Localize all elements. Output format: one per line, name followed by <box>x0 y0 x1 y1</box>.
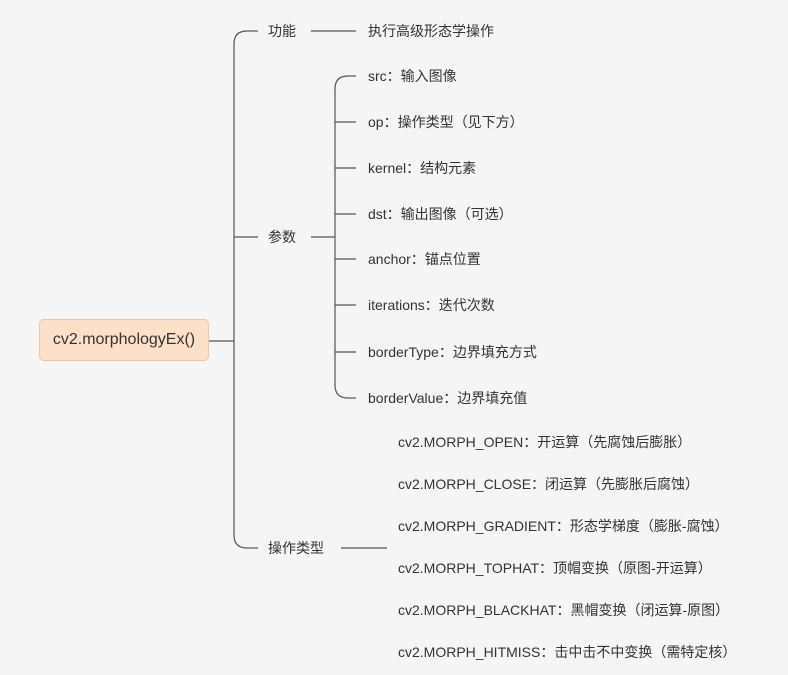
param-dst[interactable]: dst：输出图像（可选） <box>368 206 513 222</box>
param-kernel[interactable]: kernel：结构元素 <box>368 160 477 176</box>
op-morph-hitmiss[interactable]: cv2.MORPH_HITMISS：击中击不中变换（需特定核） <box>398 644 737 660</box>
spine-level1 <box>233 30 248 549</box>
param-src[interactable]: src：输入图像 <box>368 68 457 84</box>
root-node[interactable]: cv2.morphologyEx() <box>39 319 209 361</box>
param-border-value[interactable]: borderValue：边界填充值 <box>368 390 528 406</box>
branch-params[interactable]: 参数 <box>268 229 296 245</box>
root-label: cv2.morphologyEx() <box>52 331 196 348</box>
param-anchor[interactable]: anchor：锚点位置 <box>368 251 481 267</box>
branch-op-types[interactable]: 操作类型 <box>268 540 324 556</box>
function-desc[interactable]: 执行高级形态学操作 <box>368 23 494 39</box>
spine-params <box>334 75 349 399</box>
op-morph-open[interactable]: cv2.MORPH_OPEN：开运算（先腐蚀后膨胀） <box>398 434 692 450</box>
branch-function[interactable]: 功能 <box>268 23 296 39</box>
op-morph-gradient[interactable]: cv2.MORPH_GRADIENT：形态学梯度（膨胀-腐蚀） <box>398 518 729 534</box>
param-iterations[interactable]: iterations：迭代次数 <box>368 297 495 313</box>
param-op[interactable]: op：操作类型（见下方） <box>368 114 524 130</box>
op-morph-close[interactable]: cv2.MORPH_CLOSE：闭运算（先膨胀后腐蚀） <box>398 476 700 492</box>
op-morph-blackhat[interactable]: cv2.MORPH_BLACKHAT：黑帽变换（闭运算-原图） <box>398 602 730 618</box>
op-morph-tophat[interactable]: cv2.MORPH_TOPHAT：顶帽变换（原图-开运算） <box>398 560 712 576</box>
param-border-type[interactable]: borderType：边界填充方式 <box>368 344 537 360</box>
